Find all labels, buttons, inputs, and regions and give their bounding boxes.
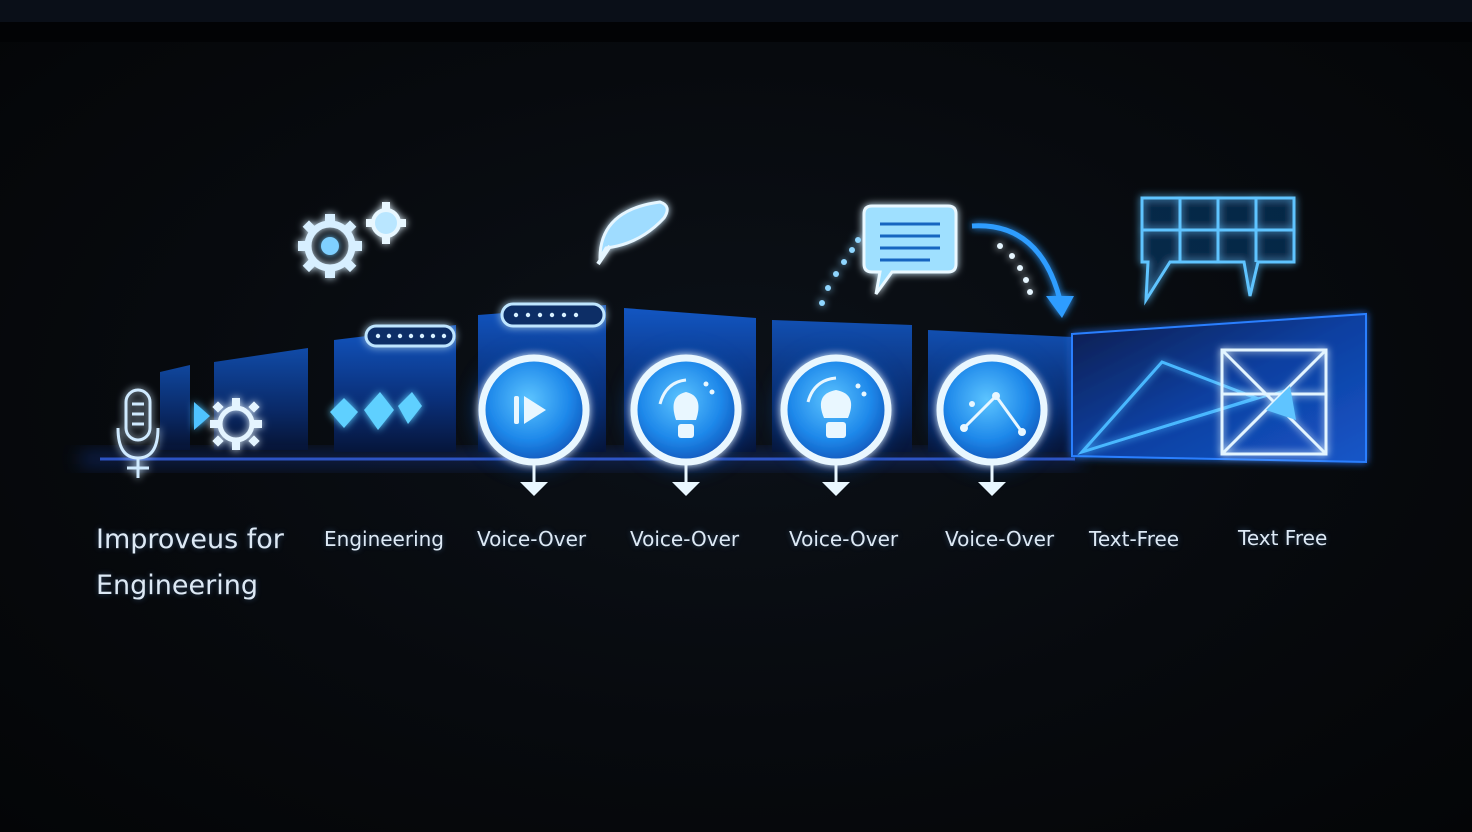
chat-bubble-icon <box>819 204 958 306</box>
step-label-voice-over-2: Voice-Over <box>630 527 740 551</box>
bulb-icon <box>774 348 898 496</box>
gears-icon <box>298 202 406 278</box>
step-label-voice-over-3: Voice-Over <box>789 527 899 551</box>
play-icon <box>472 348 596 496</box>
step-panel-1 <box>160 365 190 450</box>
triangle-panel-icon <box>1071 312 1367 464</box>
microphone-icon <box>116 388 160 478</box>
fast-forward-icon <box>330 392 422 430</box>
top-divider <box>0 22 1472 42</box>
timeline-baseline <box>80 452 1080 466</box>
step-label-voice-over-1: Voice-Over <box>477 527 587 551</box>
step-panel-3 <box>334 324 456 452</box>
step-label-text-free-2: Text Free <box>1238 526 1328 550</box>
arrows-gear-icon <box>194 398 262 450</box>
grid-speech-bubble-icon <box>1140 196 1296 306</box>
step-label-engineering: Engineering <box>324 527 444 551</box>
bulb-icon <box>624 348 748 496</box>
step-label-text-free-1: Text-Free <box>1089 527 1180 551</box>
step-panel-2 <box>214 348 308 450</box>
step-label-voice-over-4: Voice-Over <box>945 527 1055 551</box>
feather-icon <box>596 200 669 266</box>
graph-icon <box>930 348 1054 496</box>
grid-frame-icon <box>1220 348 1328 456</box>
diagram-title: Improveus for Engineering <box>96 524 284 601</box>
curved-arrow-icon <box>971 223 1074 318</box>
top-bar <box>0 0 1472 22</box>
